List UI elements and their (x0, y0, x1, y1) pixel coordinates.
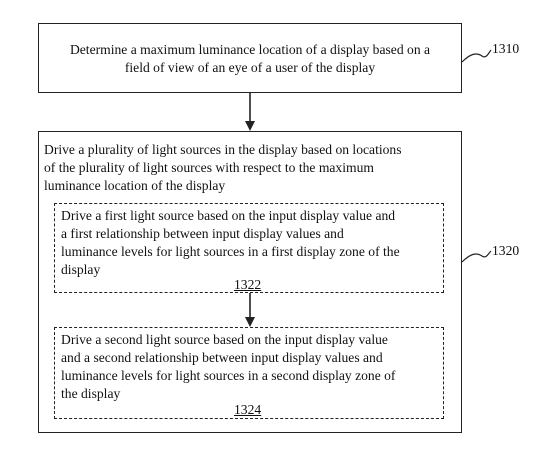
step-1310-line-2: field of view of an eye of a user of the… (124, 60, 376, 75)
step-1322-box (54, 203, 444, 293)
leader-line-1320 (461, 250, 492, 263)
step-1310-box (38, 23, 462, 93)
step-1324-line-1: Drive a second light source based on the… (61, 332, 388, 347)
step-1322-line-4: display (61, 262, 101, 277)
step-1324-box (54, 327, 444, 419)
step-1324-line-2: and a second relationship between input … (61, 350, 383, 365)
ref-label-1310: 1310 (492, 41, 520, 56)
ref-label-1320: 1320 (492, 243, 520, 258)
step-1324-ref: 1324 (234, 402, 262, 417)
step-1322-line-1: Drive a first light source based on the … (61, 208, 396, 223)
step-1322-ref: 1322 (234, 277, 262, 292)
step-1322-line-2: a first relationship between input displ… (61, 226, 344, 241)
step-1320-line-1: Drive a plurality of light sources in th… (44, 142, 402, 157)
step-1324-line-4: the display (61, 386, 121, 401)
step-1310-line-1: Determine a maximum luminance location o… (69, 42, 431, 57)
step-1322-line-3: luminance levels for light sources in a … (61, 244, 400, 259)
step-1320-line-2: of the plurality of light sources with r… (44, 160, 374, 175)
step-1320-line-3: luminance location of the display (44, 178, 226, 193)
leader-line-1310 (461, 49, 492, 63)
step-1324-line-3: luminance levels for light sources in a … (61, 368, 396, 383)
